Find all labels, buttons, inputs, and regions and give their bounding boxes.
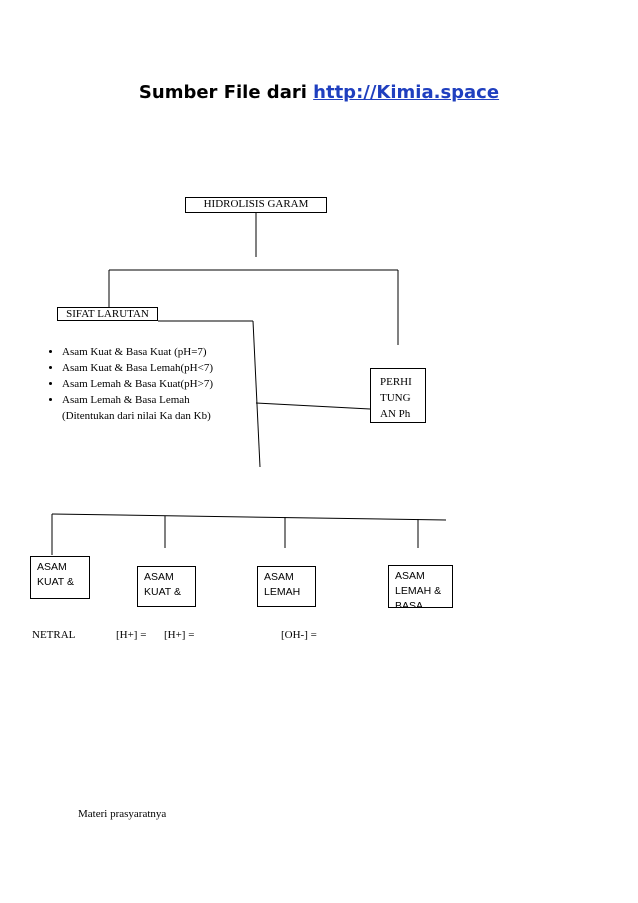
bottom-bar [51,513,447,521]
header-link[interactable]: http://Kimia.space [313,82,500,103]
list-item: Asam Kuat & Basa Lemah(pH<7) [62,360,302,376]
center-drop-line [252,320,261,468]
node-asam-lemah-basa-lemah: ASAM LEMAH & BASA [388,565,453,608]
formula-h-plus-2: [H+] = [164,629,195,641]
list-item: Asam Lemah & Basa Kuat(pH>7) [62,376,302,392]
header-prefix: Sumber File dari [138,82,314,103]
list-to-right-line [255,402,371,410]
node-sifat-larutan: SIFAT LARUTAN [57,307,158,321]
node-asam-lemah-basa-kuat: ASAM LEMAH [257,566,316,607]
properties-note: (Ditentukan dari nilai Ka dan Kb) [62,410,211,422]
page-header: Sumber File dari http://Kimia.space [0,82,638,103]
root-node-hidrolisis-garam: HIDROLISIS GARAM [185,197,327,213]
footer-text: Materi prasyaratnya [78,808,167,820]
list-item: Asam Kuat & Basa Kuat (pH=7) [62,344,302,360]
list-item: Asam Lemah & Basa Lemah(Ditentukan dari … [62,392,302,424]
node-asam-kuat-basa-lemah: ASAM KUAT & [137,566,196,607]
node-perhitungan-ph: PERHI TUNG AN Ph [370,368,426,423]
properties-list: Asam Kuat & Basa Kuat (pH=7) Asam Kuat &… [30,344,302,424]
node-asam-kuat-basa-kuat: ASAM KUAT & [30,556,90,599]
formula-netral: NETRAL [32,629,76,641]
formula-oh-minus: [OH-] = [281,629,317,641]
formula-h-plus-1: [H+] = [116,629,147,641]
